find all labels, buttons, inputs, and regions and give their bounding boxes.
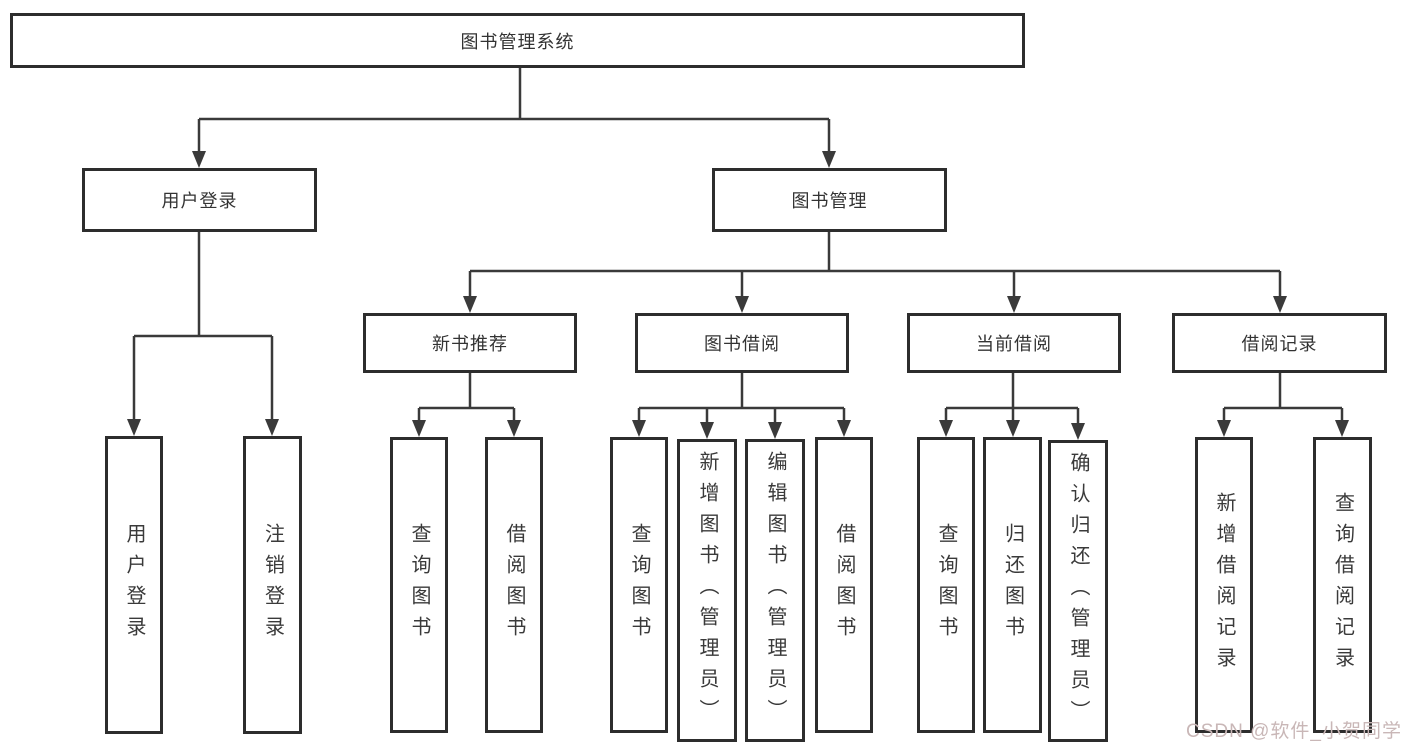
leaf-logout: 注销登录 xyxy=(243,436,302,734)
leaf-query-books-borrow-label: 查询图书 xyxy=(628,523,650,647)
node-borrow-records: 借阅记录 xyxy=(1172,313,1387,373)
node-new-book-recommend: 新书推荐 xyxy=(363,313,577,373)
leaf-query-books-current-label: 查询图书 xyxy=(935,523,957,647)
leaf-add-book-admin-label: 新增图书（管理员） xyxy=(696,451,718,730)
leaf-logout-label: 注销登录 xyxy=(261,523,284,647)
leaf-query-borrow-record-label: 查询借阅记录 xyxy=(1331,492,1354,678)
leaf-query-books-borrow: 查询图书 xyxy=(610,437,668,733)
leaf-confirm-return-admin-label: 确认归还（管理员） xyxy=(1067,451,1089,731)
node-current-borrow: 当前借阅 xyxy=(907,313,1121,373)
leaf-user-login-label: 用户登录 xyxy=(123,523,145,647)
leaf-query-books-current: 查询图书 xyxy=(917,437,975,733)
leaf-return-book: 归还图书 xyxy=(983,437,1042,733)
leaf-confirm-return-admin: 确认归还（管理员） xyxy=(1048,440,1108,742)
node-current-borrow-label: 当前借阅 xyxy=(976,334,1052,354)
connector-book-borrow-children xyxy=(637,373,846,424)
leaf-borrow-books-label: 借阅图书 xyxy=(833,523,855,647)
node-new-book-recommend-label: 新书推荐 xyxy=(432,334,508,354)
leaf-user-login: 用户登录 xyxy=(105,436,163,734)
leaf-add-book-admin: 新增图书（管理员） xyxy=(677,439,737,742)
node-user-login-label: 用户登录 xyxy=(161,191,238,211)
connector-book-management-children xyxy=(468,232,1282,298)
leaf-borrow-books-recommend: 借阅图书 xyxy=(485,437,543,733)
leaf-borrow-books-recommend-label: 借阅图书 xyxy=(503,523,525,647)
connector-root-to-level2 xyxy=(197,68,831,153)
leaf-borrow-books: 借阅图书 xyxy=(815,437,873,733)
node-root: 图书管理系统 xyxy=(10,13,1025,68)
watermark: CSDN @软件_小贺同学 xyxy=(1186,721,1402,742)
leaf-add-borrow-record: 新增借阅记录 xyxy=(1195,437,1253,733)
node-book-borrow: 图书借阅 xyxy=(635,313,849,373)
leaf-edit-book-admin: 编辑图书（管理员） xyxy=(745,439,805,742)
connector-borrow-records-children xyxy=(1222,373,1344,422)
node-borrow-records-label: 借阅记录 xyxy=(1241,334,1318,354)
leaf-query-books-recommend-label: 查询图书 xyxy=(408,523,430,647)
leaf-return-book-label: 归还图书 xyxy=(1001,523,1024,647)
leaf-query-borrow-record: 查询借阅记录 xyxy=(1313,437,1372,733)
node-book-management-label: 图书管理 xyxy=(791,191,868,211)
connector-user-login-children xyxy=(132,232,274,421)
leaf-add-borrow-record-label: 新增借阅记录 xyxy=(1213,492,1235,678)
connector-current-borrow-children xyxy=(944,373,1080,425)
connector-new-book-children xyxy=(417,373,516,422)
node-book-borrow-label: 图书借阅 xyxy=(704,334,780,354)
node-user-login: 用户登录 xyxy=(82,168,317,232)
node-root-label: 图书管理系统 xyxy=(460,31,575,52)
node-book-management: 图书管理 xyxy=(712,168,947,232)
leaf-query-books-recommend: 查询图书 xyxy=(390,437,448,733)
leaf-edit-book-admin-label: 编辑图书（管理员） xyxy=(764,451,786,730)
